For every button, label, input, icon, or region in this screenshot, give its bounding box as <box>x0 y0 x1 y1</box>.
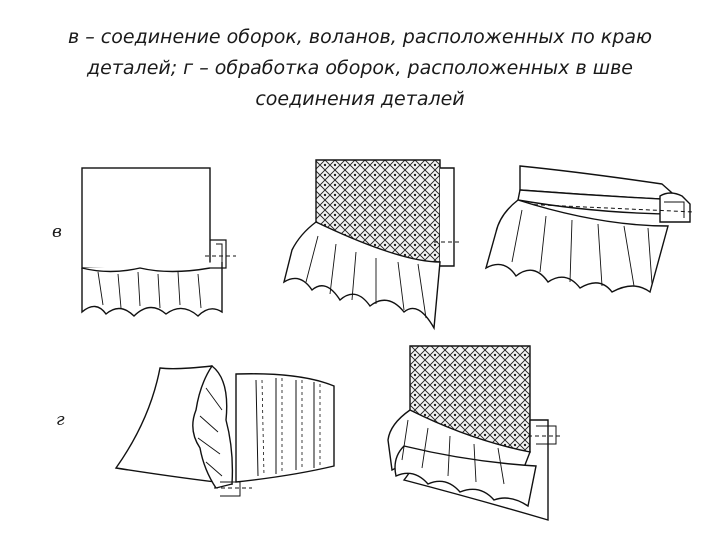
figure-v-left <box>81 167 236 317</box>
figure-v-middle <box>282 159 460 331</box>
caption-line-3: соединения деталей <box>255 88 465 110</box>
caption-line-2: деталей; г – обработка оборок, расположе… <box>87 57 633 79</box>
figure-g-right <box>387 345 560 521</box>
figure-v-right <box>484 165 695 294</box>
label-g: г <box>56 410 65 430</box>
caption-line-1: в – соединение оборок, воланов, располож… <box>68 26 652 48</box>
label-v: в <box>52 222 62 242</box>
figure-caption: в – соединение оборок, воланов, располож… <box>40 22 680 115</box>
figure-g-left <box>114 364 335 497</box>
